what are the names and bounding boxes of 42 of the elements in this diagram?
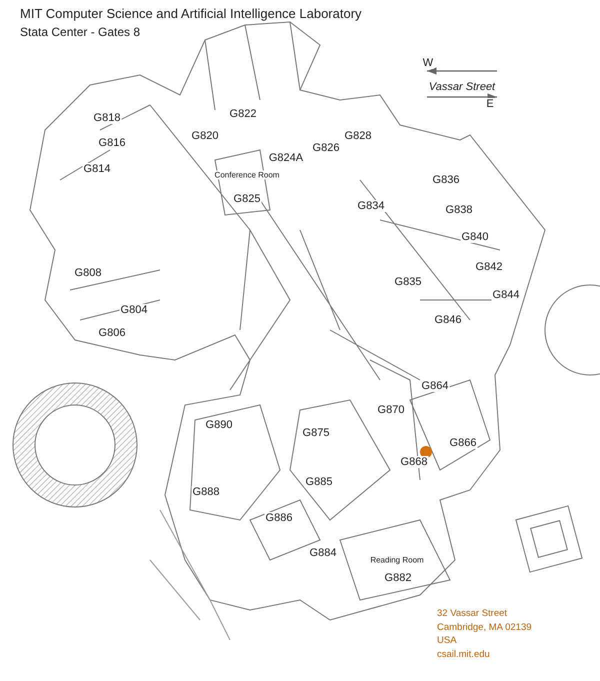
room-number: G846 [434,314,462,326]
room-number: G806 [98,327,126,339]
title: MIT Computer Science and Artificial Intelligence Laboratory [20,6,362,21]
room-number: G838 [444,204,474,216]
subtitle: Stata Center - Gates 8 [20,25,140,39]
room-number: G834 [356,200,386,212]
address-text: Cambridge, MA 02139 [437,622,532,634]
room-number: G886 [264,512,294,524]
room-number: G870 [376,404,406,416]
room-number: G890 [204,419,234,431]
room-number: G820 [190,130,220,142]
room-number: G836 [432,174,460,186]
address-text: USA [437,635,457,647]
room-number: G884 [308,547,338,559]
room-number: G804 [120,304,148,316]
room-number: G822 [228,108,258,120]
street-name: Vassar Street [428,81,496,93]
room-number: G816 [98,137,126,149]
room-number: G885 [304,476,334,488]
room-number: G814 [82,163,112,175]
address-text: 32 Vassar Street [437,608,508,620]
room-number: G868 [400,456,428,468]
room-number: G882 [384,572,412,584]
compass-label: E [485,98,495,110]
room-number: G888 [192,486,220,498]
room-number: G840 [460,231,490,243]
room-number: G808 [74,267,102,279]
room-number: G864 [420,380,450,392]
room-number: G842 [474,261,504,273]
web-address: csail.mit.edu [437,649,490,661]
room-number: G828 [344,130,372,142]
room-label: Reading Room [369,556,425,564]
room-number: G866 [448,437,478,449]
room-number: G835 [394,276,422,288]
compass-label: W [422,57,434,69]
room-number: G824A [268,152,304,164]
room-number: G826 [312,142,340,154]
room-number: G875 [302,427,330,439]
room-number: G844 [492,289,520,301]
room-label: Conference Room [214,170,280,180]
room-number: G825 [232,193,262,205]
room-number: G818 [92,112,122,124]
